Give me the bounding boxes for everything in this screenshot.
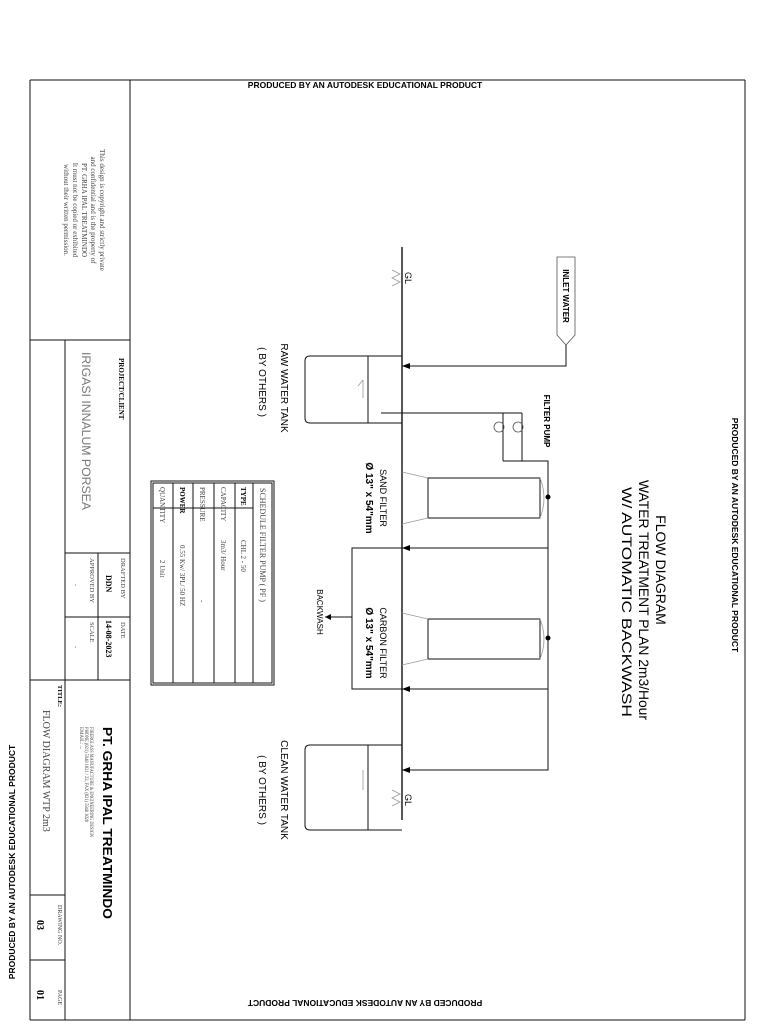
schedule-label-power: POWER	[178, 487, 186, 514]
project-value: IRIGASI INNALUM PORSEA	[79, 352, 93, 510]
filter-pump-label: FILTER PUMP	[542, 395, 551, 448]
ground-line	[391, 247, 403, 820]
copyright-line: It must not be copied or exhibited	[71, 163, 79, 258]
copyright-line: and confidential and is the property of	[89, 157, 97, 265]
backwash-piping	[325, 545, 548, 692]
schedule-label-type: TYPE	[239, 487, 247, 506]
watermark-bottom: PRODUCED BY AN AUTODESK EDUCATIONAL PROD…	[247, 998, 482, 1008]
date-label: DATE	[119, 622, 126, 639]
pump-icon	[512, 421, 524, 433]
clean-water-tank	[304, 744, 402, 831]
scale-label: SCALE	[88, 622, 95, 643]
watermark-top: PRODUCED BY AN AUTODESK EDUCATIONAL PROD…	[248, 80, 483, 90]
schedule-title: SCHEDULE FILTER PUMP ( PF )	[258, 488, 267, 602]
company-subline: EMAIL: ...	[78, 727, 83, 749]
clean-tank-note: ( BY OTHERS )	[256, 755, 267, 825]
drawing-no-label: DRAWING NO.	[56, 905, 62, 946]
schedule-value-capacity: 3m3/ Hour	[219, 540, 227, 571]
approved-label: APPROVED BY	[88, 558, 95, 603]
gl-label-bottom: GL	[403, 794, 413, 806]
copyright-line: This design is copyright and strictly pr…	[98, 149, 106, 271]
carbon-filter-size: Ø 13" x 54"mm	[363, 607, 374, 678]
schedule-table	[150, 480, 275, 686]
filter-pumps	[381, 412, 549, 773]
title-label: TITLE:	[56, 685, 63, 707]
approved-value: -	[72, 584, 79, 586]
copyright-line: PT. GRHA IPAL TREATMINDO	[80, 163, 88, 257]
inlet-water-tag	[402, 256, 576, 369]
title-line-2: WATER TREATMENT PLAN 2m3/Hour	[636, 480, 652, 720]
drawing-frame	[29, 79, 746, 1021]
title-line-3: W/ AUTOMATIC BACKWASH	[619, 487, 635, 717]
gl-label-top: GL	[403, 272, 413, 284]
raw-tank-name: RAW WATER TANK	[278, 343, 289, 433]
sand-filter-size: Ø 13" x 54"mm	[363, 462, 374, 533]
carbon-filter-name: CARBON FILTER	[378, 607, 388, 679]
drafted-value: DDN	[104, 575, 113, 593]
carbon-filter	[401, 612, 551, 666]
project-label: PROJECT/CLIENT	[117, 358, 125, 420]
company-subline: PHONE (021) 5948 1021 / 22, FAX (021) 59…	[83, 727, 88, 822]
drafted-label: DRAFTED BY	[119, 558, 126, 599]
company-subline: FIBERGLASS MANUFACTURE & ENGINEERING DES…	[88, 727, 93, 837]
schedule-value-quantity: 2 Unit	[158, 560, 166, 578]
pump-icon	[493, 421, 505, 433]
clean-tank-name: CLEAN WATER TANK	[278, 740, 289, 840]
schedule-value-power: 0.55 Kw/ 3PL/ 50 HZ	[178, 545, 186, 606]
copyright-line: without their written permission.	[62, 164, 70, 256]
scale-value: -	[72, 646, 79, 648]
raw-tank-note: ( BY OTHERS )	[256, 347, 267, 417]
backwash-label: BACKWASH	[315, 589, 324, 635]
page-label: PAGE	[56, 990, 62, 1005]
drawing-no-value: 03	[34, 920, 45, 930]
schedule-label-pressure: PRESSURE	[198, 487, 206, 522]
sand-filter-name: SAND FILTER	[378, 469, 388, 527]
schedule-value-pressure: -	[198, 600, 206, 603]
title-line-1: FLOW DIAGRAM	[653, 515, 669, 625]
schedule-label-quantity: QUANTITY	[158, 487, 166, 523]
watermark-left: PRODUCED BY AN AUTODESK EDUCATIONAL PROD…	[7, 744, 17, 979]
inlet-water-label: INLET WATER	[561, 269, 570, 323]
raw-water-tank	[304, 355, 402, 424]
schedule-value-type: CHL 2 - 50	[239, 540, 247, 572]
page-value: 01	[34, 990, 45, 1000]
watermark-right: PRODUCED BY AN AUTODESK EDUCATIONAL PROD…	[730, 418, 740, 653]
sand-filter	[401, 471, 551, 525]
company-name: PT. GRHA IPAL TREATMINDO	[100, 727, 115, 919]
date-value: 14-08-2023	[104, 620, 113, 657]
schedule-label-capacity: CAPACITY	[219, 487, 227, 521]
title-value: FLOW DIAGRAM WTP 2m3	[40, 710, 51, 832]
